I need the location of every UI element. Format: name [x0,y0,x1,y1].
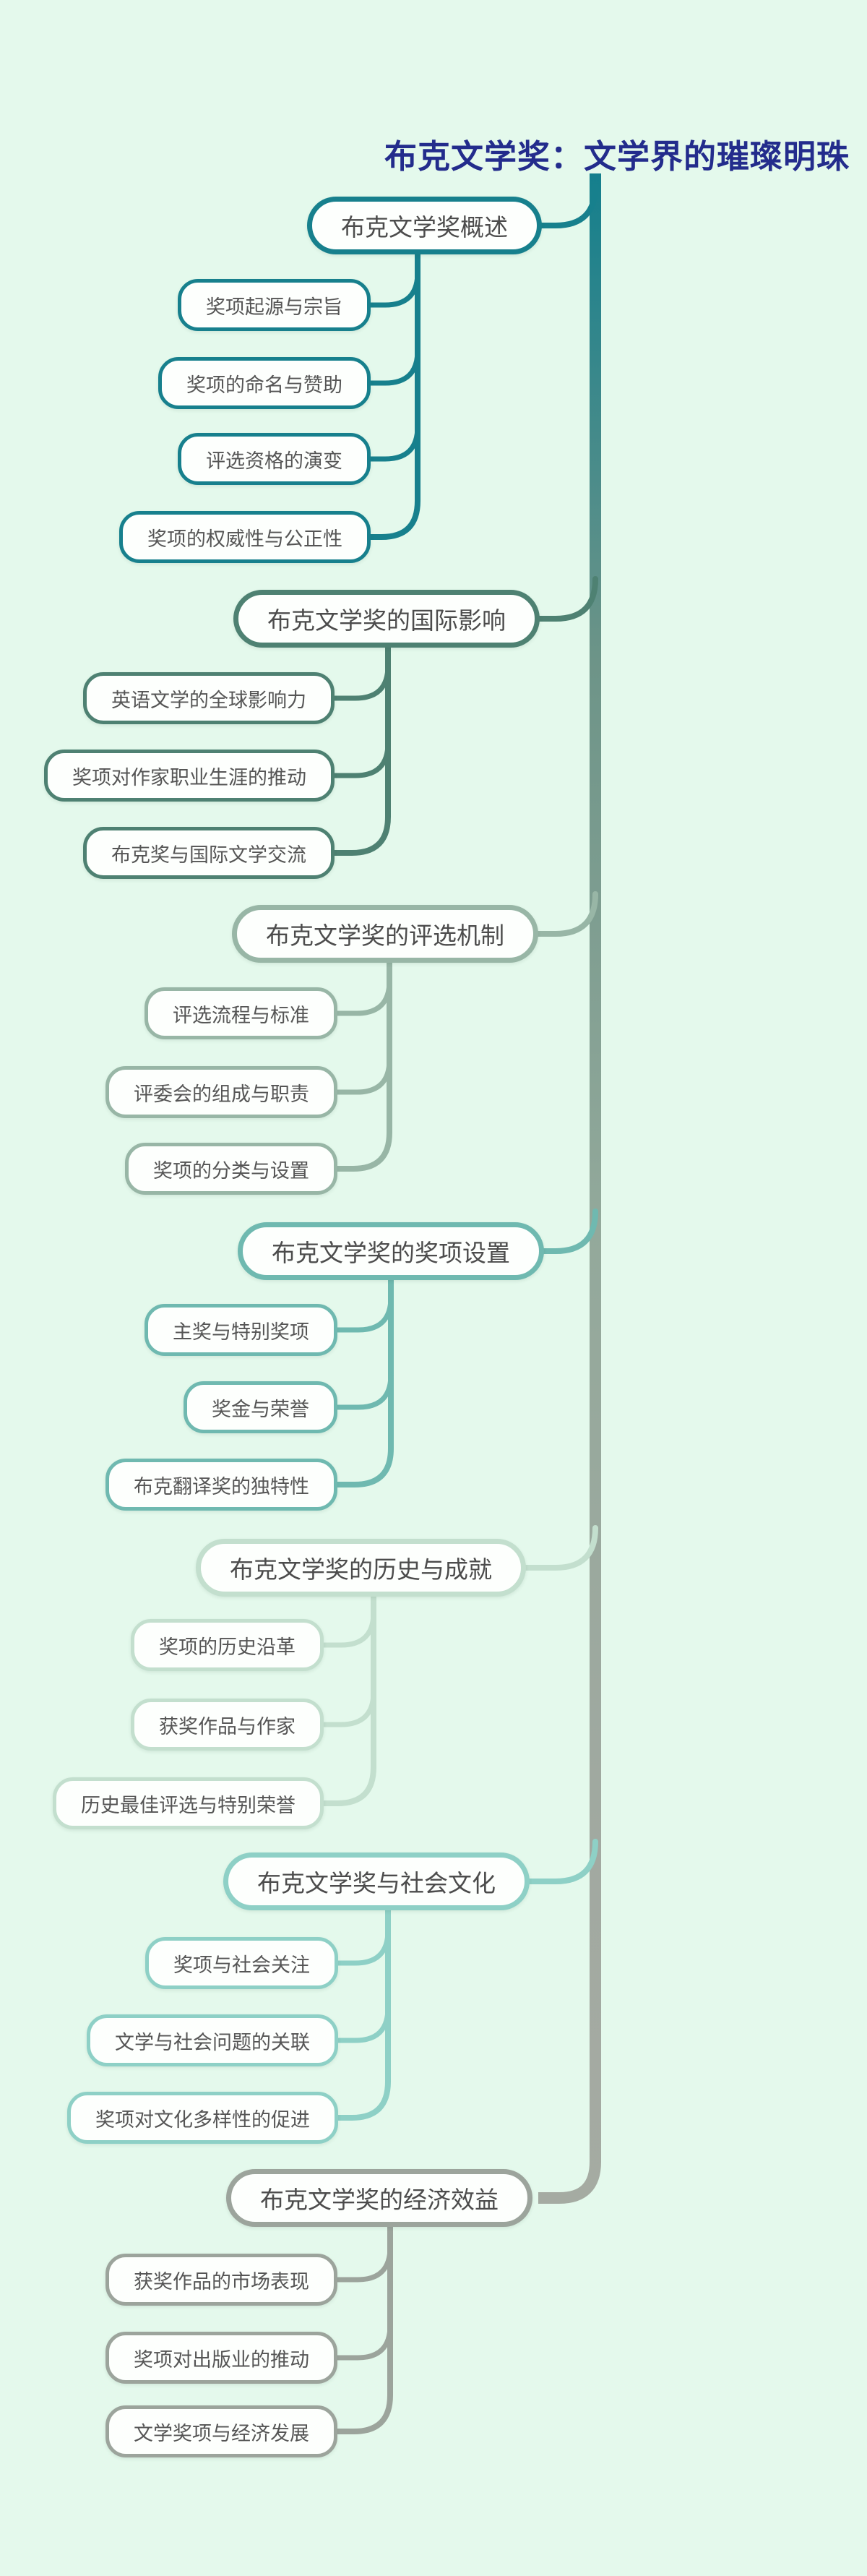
child-connector-7-2 [330,2322,393,2361]
child-node-2-3[interactable]: 布克奖与国际文学交流 [83,827,335,879]
branch-dropline-2 [330,648,391,856]
branch-dropline-4 [333,1280,394,1487]
branch-dropline-7 [333,2227,393,2434]
child-node-7-1[interactable]: 获奖作品的市场表现 [105,2254,337,2306]
child-node-1-2[interactable]: 奖项的命名与赞助 [158,357,371,409]
child-connector-6-1 [331,1928,391,1966]
child-node-5-2[interactable]: 获奖作品与作家 [131,1699,324,1751]
child-node-2-2[interactable]: 奖项对作家职业生涯的推动 [44,750,335,802]
child-connector-4-2 [330,1372,394,1410]
child-connector-4-1 [330,1295,394,1333]
branch-node-7[interactable]: 布克文学奖的经济效益 [226,2169,532,2227]
child-connector-5-1 [316,1610,376,1648]
branch-connector-5 [519,1525,598,1571]
child-node-7-3[interactable]: 文学奖项与经济发展 [105,2405,337,2457]
child-connector-1-1 [363,270,420,308]
child-connector-2-1 [327,663,391,701]
child-connector-3-1 [330,978,392,1016]
branch-node-1[interactable]: 布克文学奖概述 [307,197,542,254]
child-connector-5-2 [316,1689,376,1727]
child-connector-2-2 [327,740,391,778]
child-connector-3-2 [330,1057,392,1095]
child-node-5-3[interactable]: 历史最佳评选与特别荣誉 [53,1777,324,1829]
spine-line [538,173,601,2204]
branch-dropline-1 [366,254,420,540]
branch-dropline-3 [333,963,392,1172]
child-connector-7-1 [330,2244,393,2283]
child-node-1-3[interactable]: 评选资格的演变 [178,433,371,485]
child-node-4-1[interactable]: 主奖与特别奖项 [144,1304,337,1356]
branch-dropline-5 [319,1597,376,1806]
child-node-6-3[interactable]: 奖项对文化多样性的促进 [67,2092,338,2144]
child-node-1-4[interactable]: 奖项的权威性与公正性 [119,511,371,563]
child-node-3-2[interactable]: 评委会的组成与职责 [105,1066,337,1118]
child-node-3-3[interactable]: 奖项的分类与设置 [125,1143,337,1195]
child-connector-6-2 [331,2005,391,2043]
child-node-7-2[interactable]: 奖项对出版业的推动 [105,2332,337,2384]
child-node-6-1[interactable]: 奖项与社会关注 [145,1937,338,1989]
child-node-3-1[interactable]: 评选流程与标准 [144,987,337,1039]
branch-node-3[interactable]: 布克文学奖的评选机制 [232,905,538,963]
branch-node-4[interactable]: 布克文学奖的奖项设置 [238,1222,544,1280]
child-node-5-1[interactable]: 奖项的历史沿革 [131,1619,324,1671]
branch-connector-3 [531,891,598,937]
child-node-4-3[interactable]: 布克翻译奖的独特性 [105,1459,337,1511]
branch-node-5[interactable]: 布克文学奖的历史与成就 [196,1539,526,1597]
map-title[interactable]: 布克文学奖：文学界的璀璨明珠 [384,138,850,175]
branch-connector-4 [537,1208,598,1254]
child-connector-1-3 [363,424,420,462]
branch-dropline-6 [334,1910,391,2121]
child-connector-1-2 [363,348,420,386]
child-node-6-2[interactable]: 文学与社会问题的关联 [87,2014,338,2066]
branch-node-6[interactable]: 布克文学奖与社会文化 [223,1852,530,1910]
child-node-2-1[interactable]: 英语文学的全球影响力 [83,672,335,724]
branch-connector-1 [535,183,598,228]
child-node-1-1[interactable]: 奖项起源与宗旨 [178,279,371,331]
branch-node-2[interactable]: 布克文学奖的国际影响 [233,590,540,648]
branch-connector-2 [532,576,598,622]
branch-connector-6 [522,1839,598,1884]
child-node-4-2[interactable]: 奖金与荣誉 [184,1381,337,1433]
